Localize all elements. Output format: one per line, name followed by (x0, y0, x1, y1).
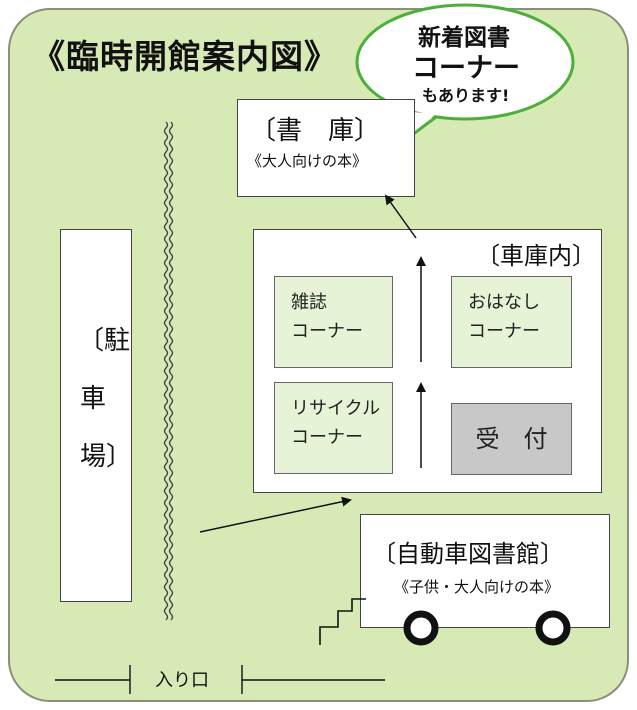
bubble-line-3: もあります! (422, 86, 510, 105)
parking-char-2: 車 (80, 384, 107, 414)
storytime-line-2: コーナー (468, 320, 540, 342)
magazine-line-1: 雑誌 (291, 292, 327, 313)
stacks-label: 〔書 庫〕 (250, 116, 381, 146)
parking-char-1: 〔駐 (78, 326, 131, 356)
recycle-corner: リサイクル コーナー (274, 382, 393, 474)
storytime-line-1: おはなし (468, 292, 540, 313)
bookmobile-box (360, 514, 610, 628)
reception-label: 受 付 (475, 424, 548, 453)
storytime-corner: おはなし コーナー (451, 276, 572, 368)
entrance-label: 入り口 (155, 670, 209, 691)
magazine-line-2: コーナー (291, 320, 363, 342)
stacks-box (237, 99, 415, 197)
arrow-to-garage (199, 496, 352, 533)
bubble-line-2: コーナー (412, 53, 520, 84)
rear-wheel-icon (535, 610, 571, 646)
arrow-to-stacks (384, 194, 417, 239)
bookmobile-steps (319, 598, 366, 645)
map-title: 《臨時開館案内図》 (32, 37, 338, 76)
parking-box (60, 229, 132, 602)
garage-label: 〔車庫内〕 (476, 242, 596, 270)
bookmobile-label: 〔自動車図書館〕 (372, 540, 564, 568)
parking-char-3: 場〕 (80, 442, 133, 472)
stacks-sub: 《大人向けの本》 (247, 152, 368, 170)
bubble-line-1: 新着図書 (418, 25, 510, 51)
bookmobile-sub: 《子供・大人向けの本》 (394, 578, 560, 596)
wavy-fence (163, 121, 174, 621)
reception-desk: 受 付 (451, 403, 572, 475)
recycle-line-1: リサイクル (291, 398, 381, 419)
magazine-corner: 雑誌 コーナー (274, 276, 393, 368)
recycle-line-2: コーナー (291, 426, 363, 448)
front-wheel-icon (403, 610, 439, 646)
